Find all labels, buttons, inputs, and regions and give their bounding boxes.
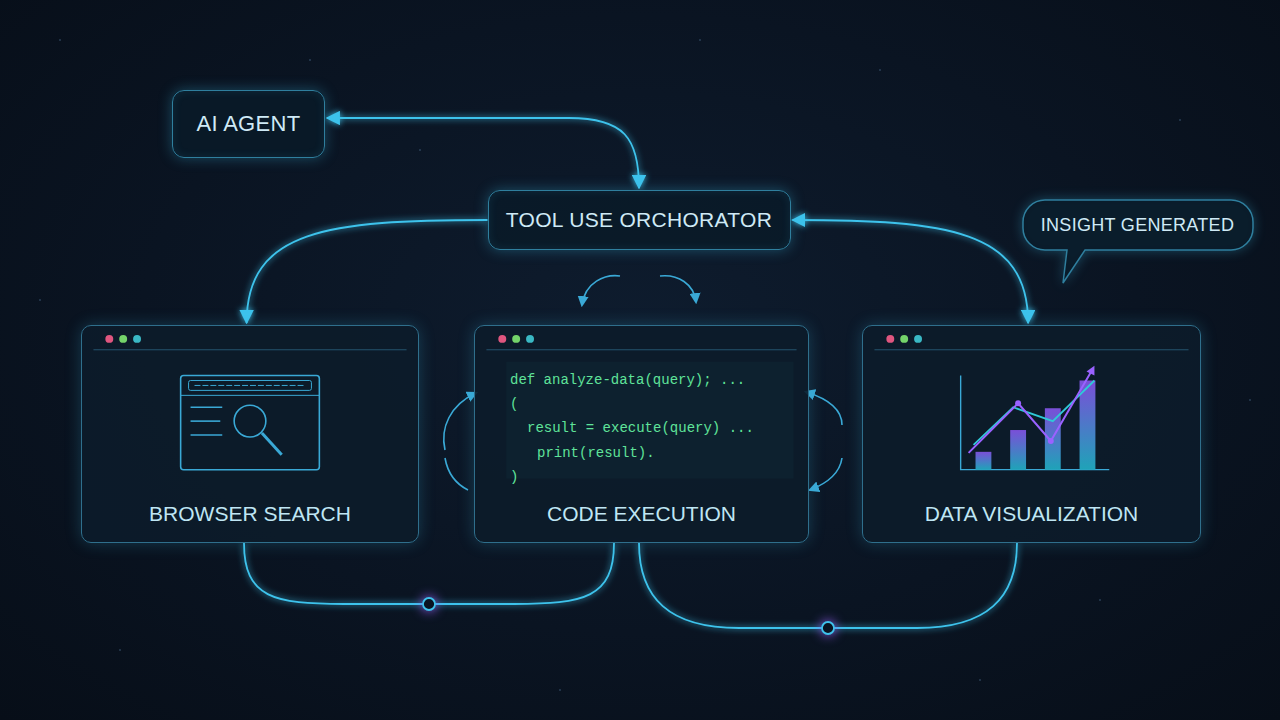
tool-window: BROWSER SEARCH bbox=[81, 325, 419, 543]
bubble-outline bbox=[1023, 200, 1253, 283]
connector bbox=[244, 543, 614, 604]
panel-title: CODE EXECUTION bbox=[475, 502, 808, 526]
code-line: print(result). bbox=[537, 445, 655, 461]
connector bbox=[247, 220, 488, 323]
connector bbox=[812, 442, 859, 444]
junction-dot bbox=[423, 598, 435, 610]
connector bbox=[327, 118, 639, 188]
connector bbox=[422, 442, 471, 444]
code-area bbox=[506, 362, 793, 479]
search-icon bbox=[181, 376, 320, 470]
process-box: AI AGENT bbox=[172, 90, 325, 158]
tool-window: DATA VISUALIZATION bbox=[862, 325, 1201, 543]
tool-window: def analyze-data(query); ... ( result = ex… bbox=[474, 325, 809, 543]
connector bbox=[793, 220, 1029, 323]
box-label: TOOL USE ORCHORATOR bbox=[506, 208, 772, 232]
code-line: def analyze-data(query); ... bbox=[510, 372, 745, 388]
junction-dot bbox=[822, 622, 834, 634]
process-box: TOOL USE ORCHORATOR bbox=[488, 190, 791, 250]
connector bbox=[639, 543, 1017, 628]
code-line: ) bbox=[510, 469, 518, 485]
box-label: AI AGENT bbox=[197, 111, 301, 137]
connector bbox=[638, 250, 640, 325]
star-dots bbox=[39, 39, 1251, 691]
chart-icon bbox=[961, 366, 1110, 470]
speech-bubble: INSIGHT GENERATED bbox=[1023, 200, 1253, 250]
code-line: ( bbox=[510, 396, 518, 412]
callout-text: INSIGHT GENERATED bbox=[1041, 215, 1234, 236]
panel-title: BROWSER SEARCH bbox=[82, 502, 418, 526]
panel-title: DATA VISUALIZATION bbox=[863, 502, 1200, 526]
code-line: result = execute(query) ... bbox=[527, 420, 754, 436]
